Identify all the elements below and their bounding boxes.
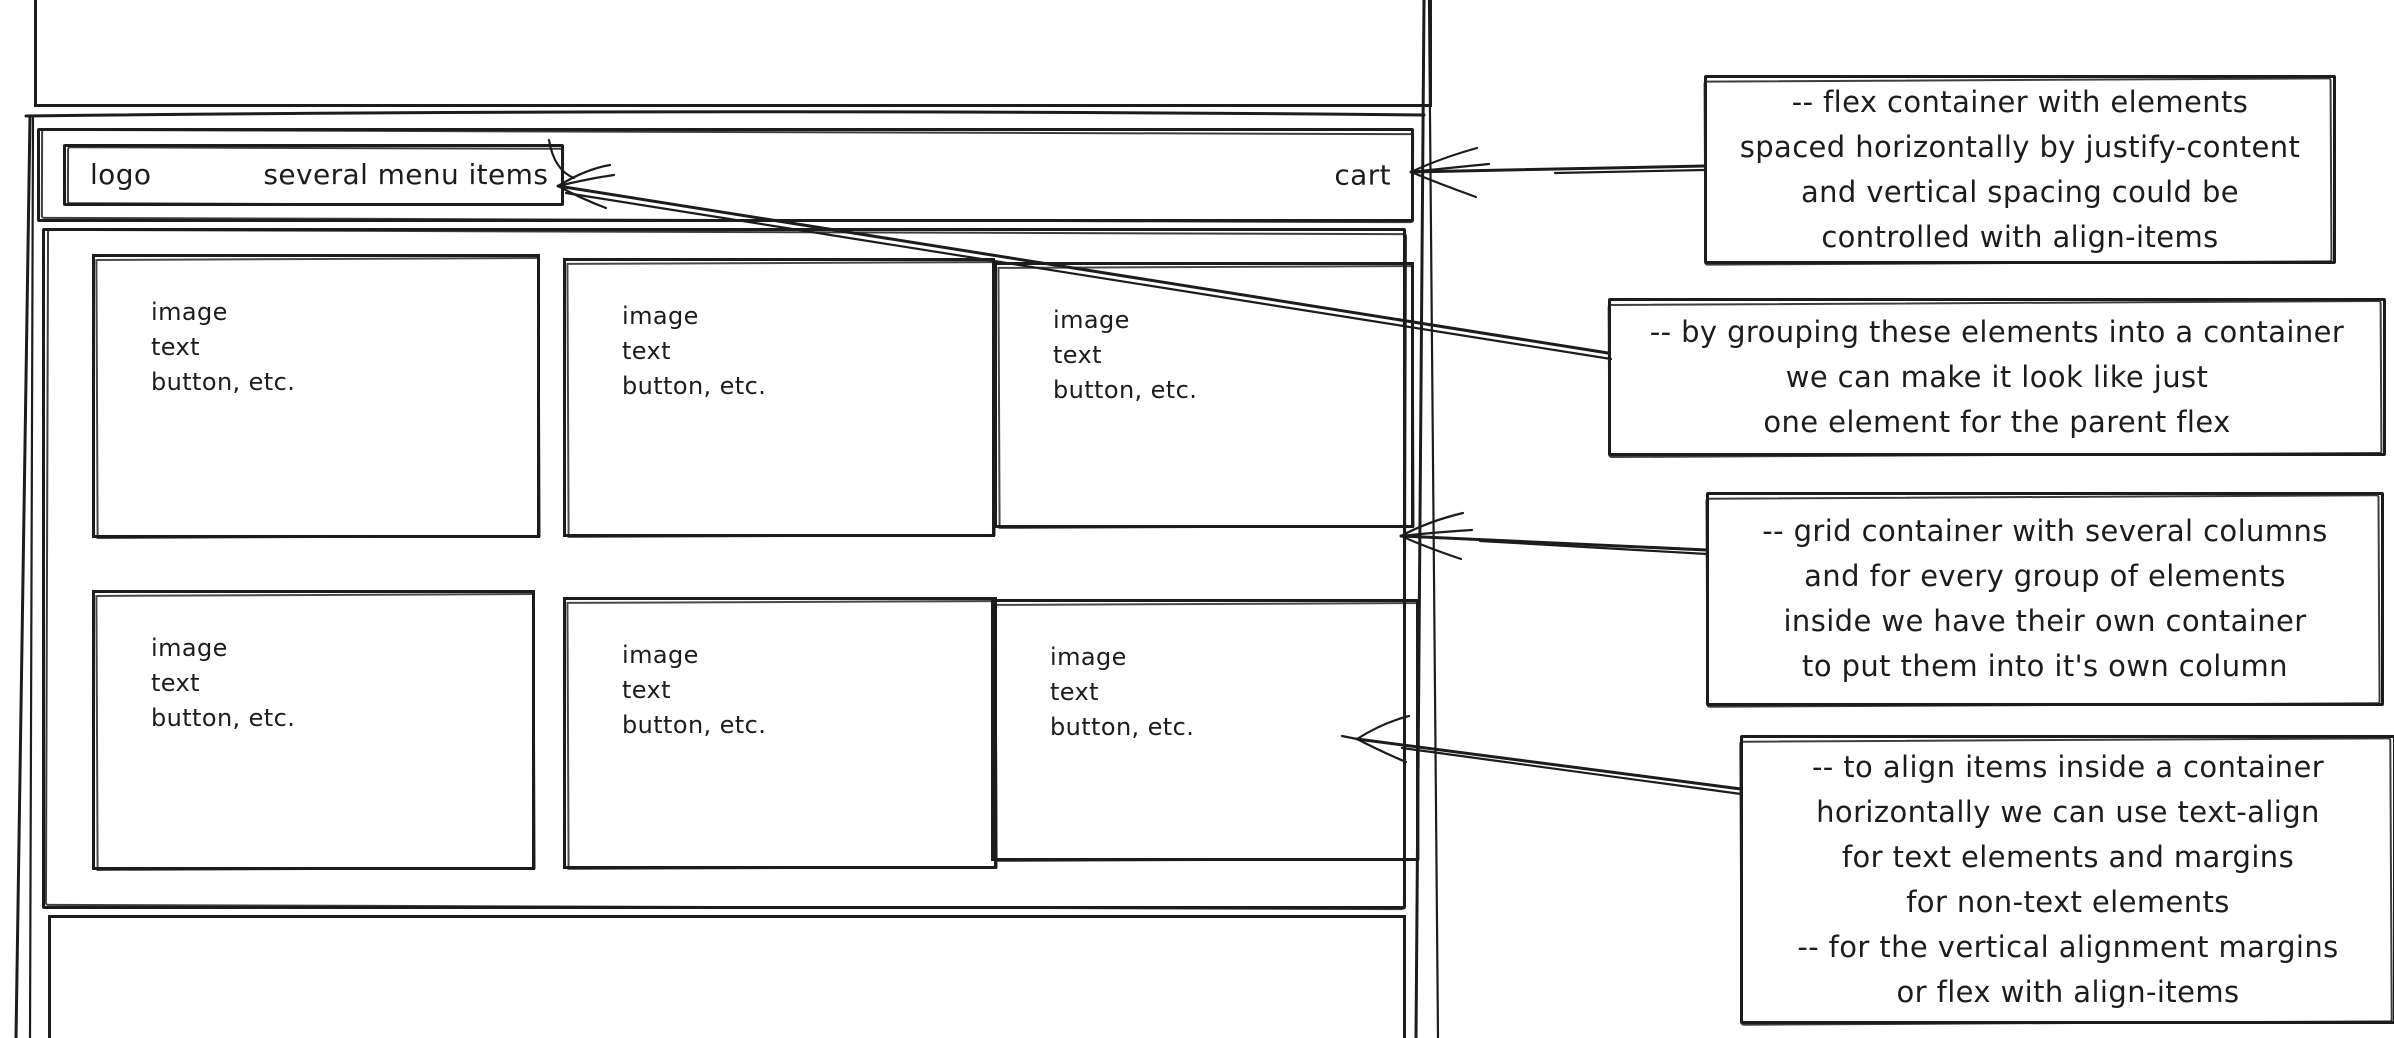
- annotation-text: -- flex container with elements spaced h…: [1739, 84, 2301, 254]
- card-line-image: image: [1050, 643, 1127, 671]
- grid-container-wireframe[interactable]: image text button, etc. image text butto…: [42, 228, 1419, 909]
- bottom-section-wireframe[interactable]: [48, 915, 1406, 1038]
- logo-label: logo: [90, 158, 152, 191]
- card-line-image: image: [151, 634, 228, 662]
- annotation-text: -- grid container with several columns a…: [1762, 514, 2328, 683]
- card-line-text: text: [151, 669, 200, 697]
- card-line-button: button, etc.: [622, 372, 767, 400]
- card-line-image: image: [1053, 306, 1130, 334]
- nav-group-container[interactable]: logo several menu items: [63, 144, 564, 206]
- top-section-wireframe[interactable]: [34, 0, 1432, 107]
- navbar-wireframe[interactable]: logo several menu items cart: [37, 128, 1414, 222]
- arrow-to-grid-container[interactable]: [1399, 511, 1709, 561]
- product-card-wireframe[interactable]: image text button, etc.: [994, 262, 1414, 528]
- menu-items-label: several menu items: [263, 158, 549, 191]
- card-line-button: button, etc.: [1053, 376, 1198, 404]
- cart-label: cart: [1334, 158, 1391, 192]
- card-line-text: text: [151, 333, 200, 361]
- product-card-wireframe[interactable]: image text button, etc.: [563, 258, 995, 537]
- annotation-text: -- by grouping these elements into a con…: [1649, 314, 2345, 439]
- card-line-button: button, etc.: [622, 711, 767, 739]
- annotation-alignment-note[interactable]: -- to align items inside a container hor…: [1740, 735, 2394, 1024]
- product-card-wireframe[interactable]: image text button, etc.: [92, 254, 540, 538]
- card-line-button: button, etc.: [151, 368, 296, 396]
- arrow-to-navbar[interactable]: [1409, 146, 1706, 199]
- annotation-grid-container-note[interactable]: -- grid container with several columns a…: [1706, 492, 2384, 706]
- product-card-wireframe[interactable]: image text button, etc.: [92, 590, 535, 870]
- product-card-wireframe[interactable]: image text button, etc.: [563, 597, 997, 869]
- annotation-flex-container-note[interactable]: -- flex container with elements spaced h…: [1704, 75, 2336, 264]
- annotation-text: -- to align items inside a container hor…: [1797, 749, 2339, 1009]
- card-line-image: image: [151, 298, 228, 326]
- card-line-text: text: [1050, 678, 1099, 706]
- card-line-text: text: [622, 676, 671, 704]
- card-line-text: text: [1053, 341, 1102, 369]
- card-line-image: image: [622, 302, 699, 330]
- card-line-button: button, etc.: [1050, 713, 1195, 741]
- card-line-image: image: [622, 641, 699, 669]
- annotation-grouping-note[interactable]: -- by grouping these elements into a con…: [1608, 298, 2386, 456]
- card-line-button: button, etc.: [151, 704, 296, 732]
- product-card-wireframe[interactable]: image text button, etc.: [991, 599, 1419, 861]
- card-line-text: text: [622, 337, 671, 365]
